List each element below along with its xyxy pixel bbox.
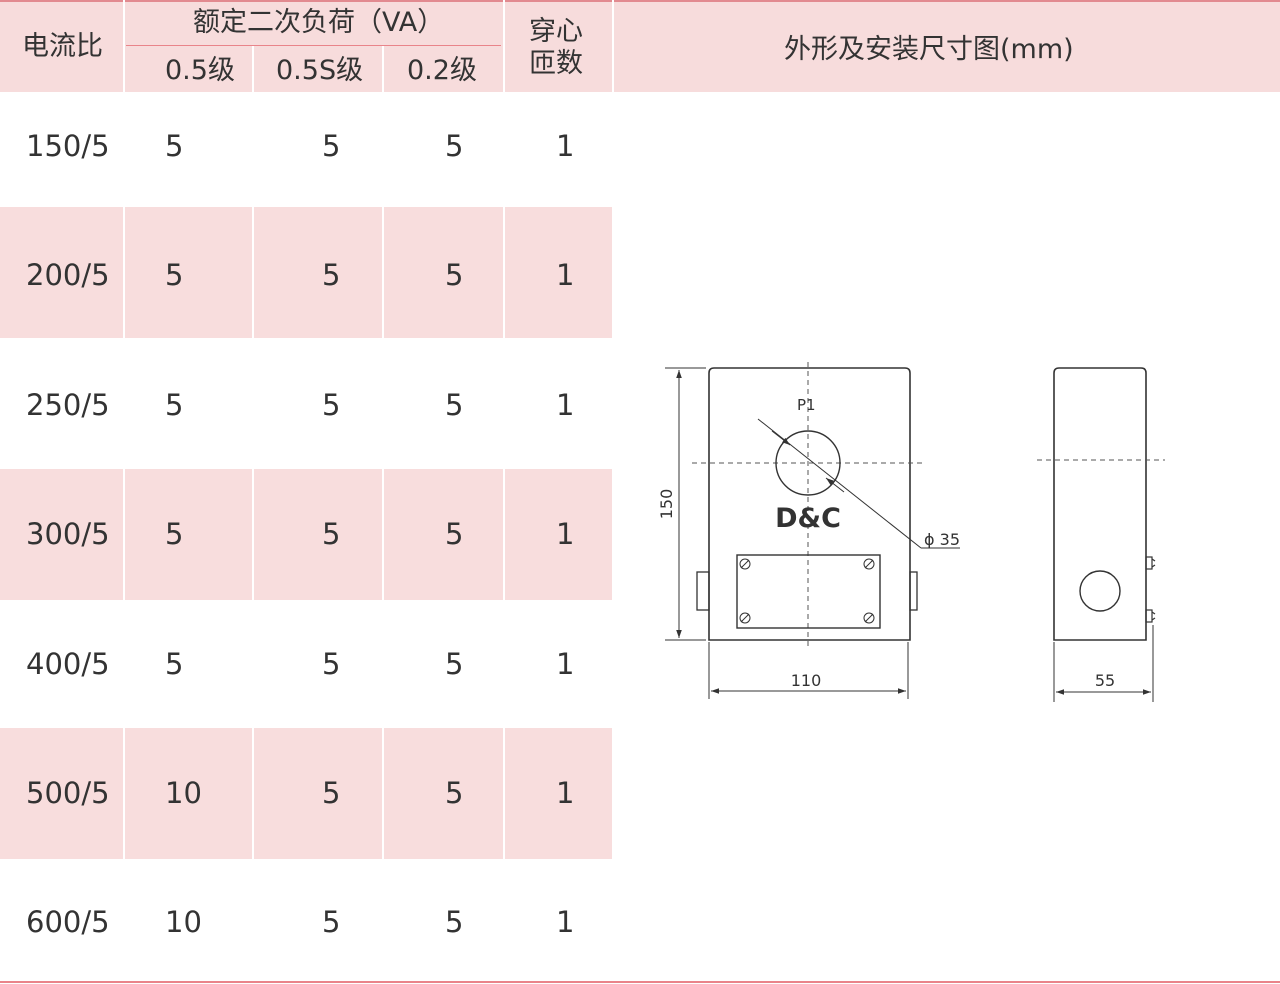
cell-class-05: 5 [165, 129, 184, 163]
row-stripe-2 [0, 207, 612, 338]
cell-turns: 1 [556, 129, 575, 163]
cell-class-05s: 5 [322, 129, 341, 163]
cell-ratio: 200/5 [26, 258, 110, 292]
header-class-05: 0.5级 [165, 55, 235, 86]
col-divider [123, 0, 125, 92]
left-tab [696, 571, 710, 611]
cell-class-05: 5 [165, 647, 184, 681]
dim-height-label: 150 [657, 489, 676, 520]
header-turns-line2: 匝数 [529, 48, 583, 79]
cell-class-02: 5 [445, 258, 464, 292]
cell-class-05s: 5 [322, 776, 341, 810]
cell-class-02: 5 [445, 905, 464, 939]
col-divider [382, 46, 384, 92]
header-class-02: 0.2级 [407, 55, 477, 86]
side-view-body [1053, 367, 1147, 641]
cell-turns: 1 [556, 517, 575, 551]
cell-class-02: 5 [445, 388, 464, 422]
dim-hole-label: ϕ 35 [924, 530, 960, 549]
cell-class-05: 5 [165, 258, 184, 292]
header-divider [126, 45, 501, 46]
cell-class-05s: 5 [322, 905, 341, 939]
col-divider [503, 469, 505, 600]
cell-class-02: 5 [445, 647, 464, 681]
p1-label: P1 [797, 396, 816, 414]
header-ratio: 电流比 [22, 31, 103, 62]
cell-ratio: 150/5 [26, 129, 110, 163]
table-bottom-border [0, 981, 1280, 983]
col-divider [612, 0, 614, 92]
cell-class-05: 5 [165, 517, 184, 551]
cell-class-05s: 5 [322, 647, 341, 681]
side-view-hole [1079, 570, 1121, 612]
cell-turns: 1 [556, 258, 575, 292]
header-class-05s: 0.5S级 [276, 55, 364, 86]
cell-class-02: 5 [445, 517, 464, 551]
col-divider [252, 728, 254, 859]
cell-class-05s: 5 [322, 517, 341, 551]
dimension-drawing: ϕ 35 P1 D&C 150 110 55 [657, 362, 1165, 702]
cell-ratio: 600/5 [26, 905, 110, 939]
col-divider [503, 0, 505, 92]
col-divider [503, 728, 505, 859]
row-stripe-6 [0, 728, 612, 859]
header-burden: 额定二次负荷（VA） [193, 7, 445, 38]
front-view-body [708, 367, 911, 641]
col-divider [252, 207, 254, 338]
col-divider [252, 469, 254, 600]
logo: D&C [775, 503, 841, 534]
col-divider [123, 728, 125, 859]
col-divider [382, 469, 384, 600]
cell-class-05s: 5 [322, 258, 341, 292]
cell-turns: 1 [556, 647, 575, 681]
table-header [0, 0, 1280, 92]
terminal-box [736, 554, 881, 629]
cell-class-02: 5 [445, 129, 464, 163]
cell-class-05: 10 [165, 776, 202, 810]
cell-class-05s: 5 [322, 388, 341, 422]
header-turns-line1: 穿心 [529, 16, 583, 47]
side-terminals [1145, 556, 1156, 623]
col-divider [382, 207, 384, 338]
header-drawing: 外形及安装尺寸图(mm) [784, 34, 1074, 65]
cell-ratio: 400/5 [26, 647, 110, 681]
terminal-screws [739, 558, 875, 624]
col-divider [503, 207, 505, 338]
cell-turns: 1 [556, 776, 575, 810]
col-divider [123, 207, 125, 338]
col-divider [123, 469, 125, 600]
cell-class-02: 5 [445, 776, 464, 810]
col-divider [382, 728, 384, 859]
primary-hole [775, 430, 841, 496]
dim-width-label: 110 [791, 671, 822, 690]
cell-ratio: 300/5 [26, 517, 110, 551]
cell-class-05: 5 [165, 388, 184, 422]
col-divider [252, 46, 254, 92]
cell-turns: 1 [556, 905, 575, 939]
right-tab [909, 571, 918, 611]
cell-class-05: 10 [165, 905, 202, 939]
dim-depth-label: 55 [1095, 671, 1115, 690]
row-stripe-4 [0, 469, 612, 600]
cell-ratio: 250/5 [26, 388, 110, 422]
cell-ratio: 500/5 [26, 776, 110, 810]
cell-turns: 1 [556, 388, 575, 422]
